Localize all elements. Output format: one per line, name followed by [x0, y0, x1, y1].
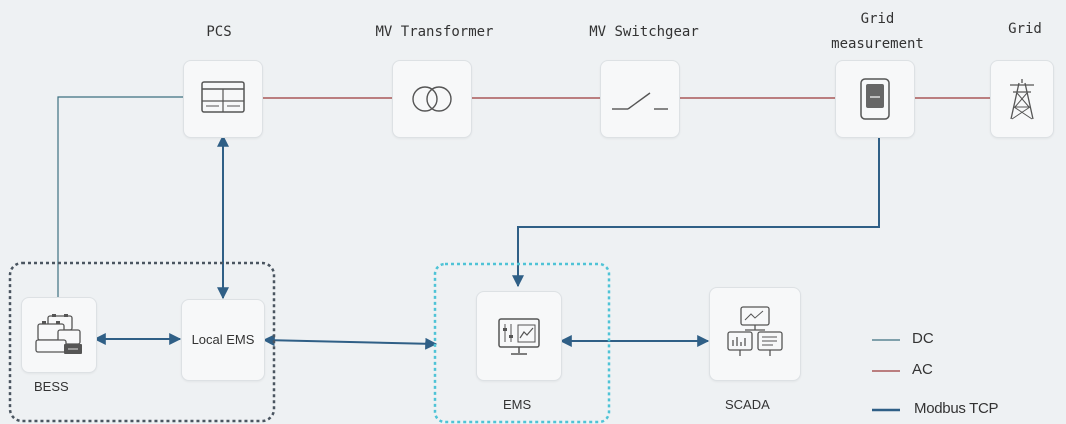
mv-transformer-node [392, 60, 472, 138]
legend-modbus-label: Modbus TCP [914, 400, 999, 417]
modbus-measurement-ems [512, 137, 880, 288]
pcs-label: PCS [206, 24, 232, 40]
legend-ac-label: AC [912, 361, 933, 378]
meter-icon [860, 78, 890, 120]
ems-node [476, 291, 562, 381]
ems-label: EMS [503, 397, 532, 412]
scada-label: SCADA [725, 397, 770, 412]
dashboard-icon [498, 318, 540, 355]
pcs-node [183, 60, 263, 138]
dc-line-bess-pcs [57, 96, 183, 297]
modbus-local-ems-ems [262, 334, 438, 350]
bess-label: BESS [34, 379, 69, 394]
grid-label: Grid [1008, 21, 1042, 37]
mv-switchgear-node [600, 60, 680, 138]
local-ems-node: Local EMS [181, 299, 265, 381]
grid-measurement-label-line1: Grid [860, 11, 895, 27]
legend-dc-label: DC [912, 330, 934, 347]
inverter-panel-icon [201, 81, 245, 113]
mv-switchgear-label: MV Switchgear [589, 24, 699, 40]
local-ems-group-border [8, 261, 276, 423]
battery-storage-icon [35, 314, 82, 354]
transmission-tower-icon [1010, 79, 1034, 120]
switch-icon [612, 92, 668, 110]
local-ems-label: Local EMS [191, 332, 255, 347]
bess-node [21, 297, 97, 373]
grid-node [990, 60, 1054, 138]
mv-transformer-label: MV Transformer [375, 24, 494, 40]
computer-network-icon [727, 306, 783, 356]
scada-node [709, 287, 801, 381]
grid-measurement-label-line2: measurement [831, 36, 924, 52]
grid-measurement-node [835, 60, 915, 138]
transformer-icon [412, 86, 452, 112]
